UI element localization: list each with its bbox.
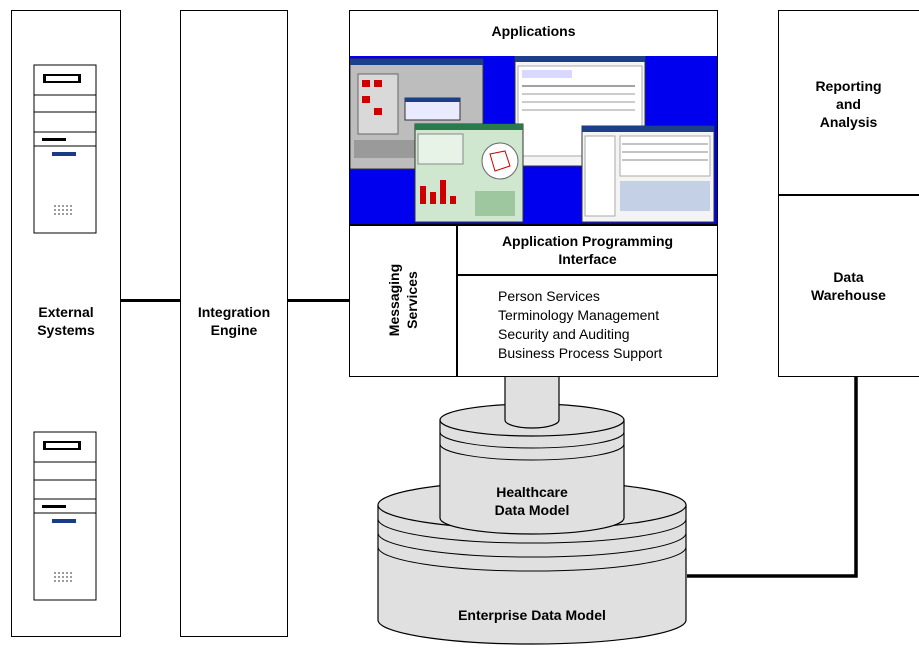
api-database-pipe [504,377,560,429]
connector-integration-messaging [288,299,349,302]
api-title: Application Programming Interface [501,233,674,267]
healthcare-data-model-label: Healthcare Data Model [494,484,570,518]
app-window-3 [414,123,524,223]
applications-screenshot-collage [350,56,717,224]
list-item: Security and Auditing [498,326,630,342]
external-systems-label: External Systems [37,304,95,338]
app-window-4 [581,125,715,223]
api-services-list: Person Services Terminology Management S… [498,287,713,363]
messaging-services-label: Messaging Services [386,263,420,337]
applications-title: Applications [491,23,576,39]
list-item: Terminology Management [498,307,660,323]
integration-engine-panel [180,10,288,637]
divider-reporting-warehouse [778,194,919,196]
divider-messaging-vertical [456,224,458,377]
divider-api-horizontal [456,274,718,276]
connector-external-integration [121,299,180,302]
reporting-analysis-label: Reporting and Analysis [815,78,882,130]
list-item: Business Process Support [498,345,663,361]
list-item: Person Services [498,288,600,304]
integration-engine-label: Integration Engine [197,304,271,338]
data-warehouse-label: Data Warehouse [811,269,886,303]
enterprise-data-model-label: Enterprise Data Model [458,607,606,623]
reporting-warehouse-panel [778,10,919,377]
divider-collage-bottom [349,224,718,226]
